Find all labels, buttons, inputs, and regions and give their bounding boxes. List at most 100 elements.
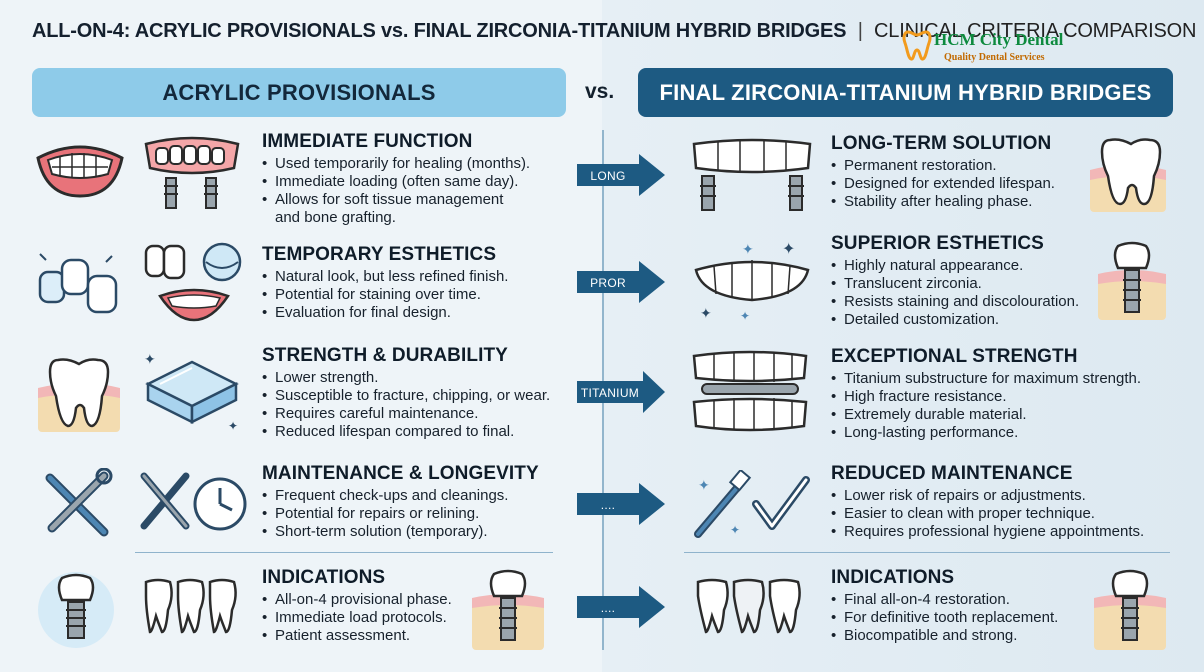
bullet: Easier to clean with proper technique. [831, 505, 1144, 523]
arrow-titanium: TITANIUM [577, 371, 665, 413]
bullet: Short-term solution (temporary). [262, 523, 539, 541]
right-section-exceptional-strength: EXCEPTIONAL STRENGTH Titanium substructu… [831, 346, 1141, 442]
tooth-logo-icon [902, 30, 932, 61]
bullet: Potential for staining over time. [262, 286, 508, 304]
svg-text:✦: ✦ [698, 478, 710, 494]
bullet-list: All-on-4 provisional phase. Immediate lo… [262, 591, 452, 645]
title-final: FINAL ZIRCONIA-TITANIUM HYBRID BRIDGES [413, 20, 847, 42]
implant-icon [38, 572, 114, 648]
arrow-label: LONG [590, 169, 626, 183]
bullet: All-on-4 provisional phase. [262, 591, 452, 609]
arrow-long: LONG [577, 154, 665, 196]
tooth-row-icon-right [696, 578, 801, 634]
versus-label: vs. [585, 80, 615, 103]
column-header-left: ACRYLIC PROVISIONALS [32, 68, 566, 117]
bullet: Biocompatible and strong. [831, 627, 1058, 645]
section-heading: SUPERIOR ESTHETICS [831, 233, 1044, 254]
right-arrow-icon [577, 586, 665, 628]
section-heading: REDUCED MAINTENANCE [831, 463, 1073, 484]
implant-in-bone-icon [472, 569, 544, 650]
left-section-maintenance-longevity: MAINTENANCE & LONGEVITY Frequent check-u… [262, 463, 539, 541]
bullet: Evaluation for final design. [262, 304, 508, 322]
bullet-list: Lower strength. Susceptible to fracture,… [262, 369, 550, 441]
section-heading: IMMEDIATE FUNCTION [262, 131, 473, 152]
tooth-row-icon [144, 578, 237, 634]
left-section-strength-durability: STRENGTH & DURABILITY Lower strength. Su… [262, 345, 550, 441]
right-arrow-icon [577, 261, 665, 303]
section-heading: TEMPORARY ESTHETICS [262, 244, 497, 265]
bullet: Allows for soft tissue management [262, 191, 530, 209]
bullet-list: Lower risk of repairs or adjustments. Ea… [831, 487, 1144, 541]
right-section-long-term-solution: LONG-TERM SOLUTION Permanent restoration… [831, 133, 1055, 211]
implant-crown-icon [1098, 241, 1166, 320]
bullet-list: Natural look, but less refined finish. P… [262, 268, 508, 322]
left-divider [135, 552, 553, 553]
bullet: Used temporarily for healing (months). [262, 155, 530, 173]
bullet: Permanent restoration. [831, 157, 1055, 175]
svg-text:✦: ✦ [740, 309, 750, 322]
bullet: Highly natural appearance. [831, 257, 1079, 275]
bullet-list: Used temporarily for healing (months). I… [262, 155, 530, 227]
clinic-logo: HCM City Dental Quality Dental Services [902, 28, 1082, 66]
right-arrow-icon [577, 154, 665, 196]
arrow-label: .... [600, 498, 616, 512]
arrow-label: .... [600, 601, 616, 615]
smiling-mouth-icon [36, 145, 124, 198]
svg-text:✦: ✦ [782, 240, 795, 258]
title-vs: vs. [381, 20, 409, 42]
right-section-reduced-maintenance: REDUCED MAINTENANCE Lower risk of repair… [831, 463, 1144, 541]
smile-teeth-icon [144, 242, 242, 322]
bullet: Susceptible to fracture, chipping, or we… [262, 387, 550, 405]
logo-brand: HCM City Dental [934, 30, 1064, 49]
section-heading: LONG-TERM SOLUTION [831, 133, 1052, 154]
implant-in-gum-icon [1094, 569, 1166, 650]
bullet-list: Permanent restoration. Designed for exte… [831, 157, 1055, 211]
page-title: ALL-ON-4: ACRYLIC PROVISIONALS vs. FINAL… [32, 20, 1196, 43]
bullet-list: Frequent check-ups and cleanings. Potent… [262, 487, 539, 541]
arrow-label: PROR [590, 276, 626, 290]
title-separator: | [857, 20, 863, 42]
bullet: Long-lasting performance. [831, 424, 1141, 442]
bullet: Frequent check-ups and cleanings. [262, 487, 539, 505]
left-section-indications: INDICATIONS All-on-4 provisional phase. … [262, 567, 452, 645]
left-section-temporary-esthetics: TEMPORARY ESTHETICS Natural look, but le… [262, 244, 508, 322]
bullet: Final all-on-4 restoration. [831, 591, 1058, 609]
title-subtitle: CLINICAL CRITERIA COMPARISON [874, 20, 1197, 42]
bullet: Detailed customization. [831, 311, 1079, 329]
bullet: Immediate loading (often same day). [262, 173, 530, 191]
svg-text:✦: ✦ [742, 242, 754, 258]
right-arrow-icon [577, 483, 665, 525]
svg-text:✦: ✦ [228, 419, 238, 433]
logo-tagline: Quality Dental Services [944, 52, 1045, 63]
bullet: Reduced lifespan compared to final. [262, 423, 550, 441]
right-section-indications: INDICATIONS Final all-on-4 restoration. … [831, 567, 1058, 645]
section-heading: STRENGTH & DURABILITY [262, 345, 508, 366]
tools-clock-icon [140, 472, 247, 531]
molar-in-gum-icon [38, 358, 120, 432]
bullet: Requires professional hygiene appointmen… [831, 523, 1144, 541]
bullet: Stability after healing phase. [831, 193, 1055, 211]
crowded-teeth-icon [38, 253, 118, 314]
right-divider [684, 552, 1170, 553]
svg-text:✦: ✦ [730, 523, 740, 537]
bullet: Requires careful maintenance. [262, 405, 550, 423]
bullet: Immediate load protocols. [262, 609, 452, 627]
section-heading: INDICATIONS [831, 567, 955, 588]
acrylic-block-icon: ✦ ✦ [144, 352, 239, 433]
title-main: ALL-ON-4: ACRYLIC PROVISIONALS [32, 20, 376, 42]
bullet-list: Final all-on-4 restoration. For definiti… [831, 591, 1058, 645]
bullet: Potential for repairs or relining. [262, 505, 539, 523]
sparkling-teeth-arch-icon: ✦ ✦ ✦ ✦ [694, 240, 810, 322]
bullet: High fracture resistance. [831, 388, 1141, 406]
bullet: For definitive tooth replacement. [831, 609, 1058, 627]
left-section-immediate-function: IMMEDIATE FUNCTION Used temporarily for … [262, 131, 530, 227]
svg-text:✦: ✦ [144, 352, 156, 368]
arrow-dots-2: .... [577, 586, 665, 628]
denture-on-implants-icon [144, 136, 240, 209]
bullet: Lower strength. [262, 369, 550, 387]
column-header-right: FINAL ZIRCONIA-TITANIUM HYBRID BRIDGES [638, 68, 1173, 117]
right-arrow-icon [577, 371, 665, 413]
bullet-continuation: and bone grafting. [275, 209, 396, 226]
arrow-pror: PROR [577, 261, 665, 303]
